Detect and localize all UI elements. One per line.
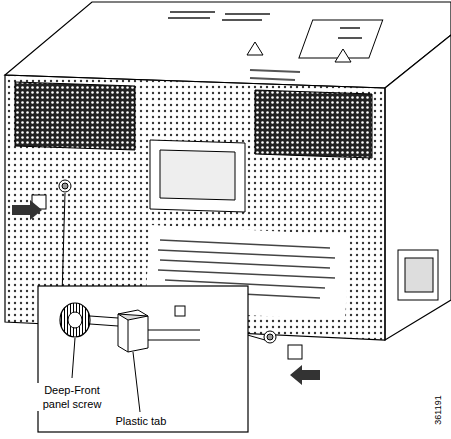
callout-label: Deep-Front panel screw [36,383,108,411]
callout-label: Plastic tab [115,414,168,428]
figure-number: 361191 [430,394,444,425]
